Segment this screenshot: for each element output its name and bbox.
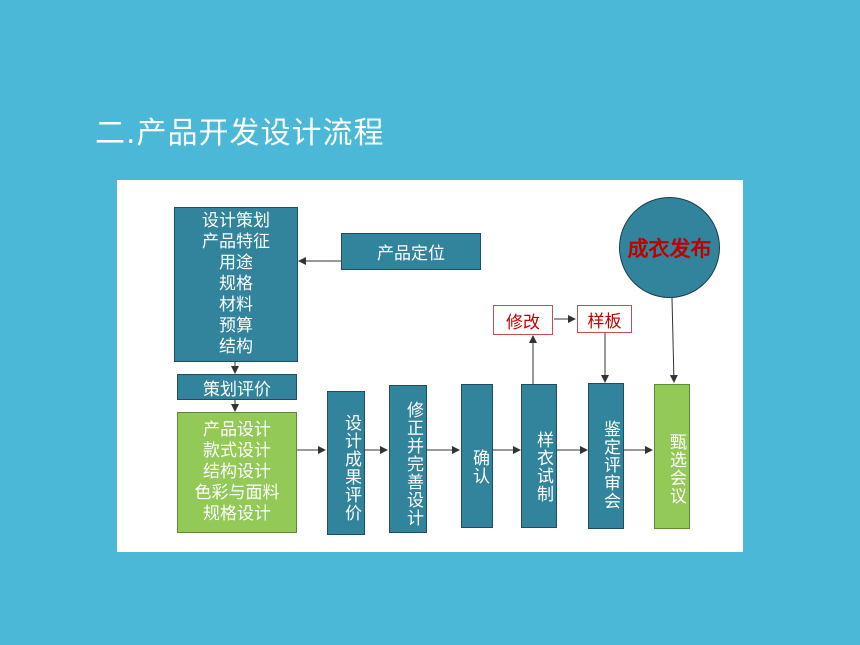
planning-line: 材料	[219, 295, 253, 315]
design-box: 产品设计 款式设计 结构设计 色彩与面料 规格设计	[177, 412, 297, 533]
result-review-box: 设计成果评价	[327, 391, 365, 535]
sample-label: 样衣试制	[533, 431, 553, 503]
pattern-label: 样板	[587, 311, 622, 332]
planning-box: 设计策划 产品特征 用途 规格 材料 预算 结构	[174, 207, 298, 362]
result-review-label: 设计成果评价	[341, 414, 361, 522]
pattern-box: 样板	[577, 305, 632, 333]
revise-box: 修正并完善设计	[389, 385, 427, 533]
flowchart: 设计策划 产品特征 用途 规格 材料 预算 结构 产品定位 策划评价 产品设计 …	[117, 180, 743, 552]
planning-line: 预算	[219, 316, 253, 336]
confirm-label: 确认	[469, 449, 489, 485]
plan-review-box: 策划评价	[177, 374, 297, 400]
design-line: 结构设计	[203, 462, 271, 482]
modify-label: 修改	[506, 312, 540, 333]
plan-review-label: 策划评价	[203, 379, 271, 400]
arrow-release-to-selection	[669, 297, 678, 383]
design-line: 规格设计	[203, 504, 271, 524]
design-line: 款式设计	[203, 441, 271, 461]
page-title: 二.产品开发设计流程	[95, 116, 385, 151]
design-line: 色彩与面料	[194, 483, 280, 503]
planning-line: 用途	[219, 253, 253, 273]
selection-box: 甄选会议	[654, 384, 690, 529]
planning-line: 产品特征	[202, 232, 270, 252]
flow-arrows	[231, 257, 678, 454]
release-label: 成衣发布	[627, 235, 712, 261]
planning-line: 规格	[219, 274, 253, 294]
positioning-box: 产品定位	[341, 233, 481, 270]
planning-line: 设计策划	[202, 211, 270, 231]
appraisal-label: 鉴定评审会	[600, 420, 620, 510]
revise-label: 修正并完善设计	[403, 401, 423, 527]
sample-box: 样衣试制	[521, 384, 557, 528]
appraisal-box: 鉴定评审会	[588, 383, 624, 529]
design-line: 产品设计	[203, 420, 271, 440]
positioning-label: 产品定位	[377, 244, 445, 264]
release-circle: 成衣发布	[619, 197, 720, 298]
modify-box: 修改	[493, 305, 553, 335]
selection-label: 甄选会议	[666, 432, 686, 505]
planning-line: 结构	[219, 337, 253, 357]
confirm-box: 确认	[461, 384, 493, 528]
